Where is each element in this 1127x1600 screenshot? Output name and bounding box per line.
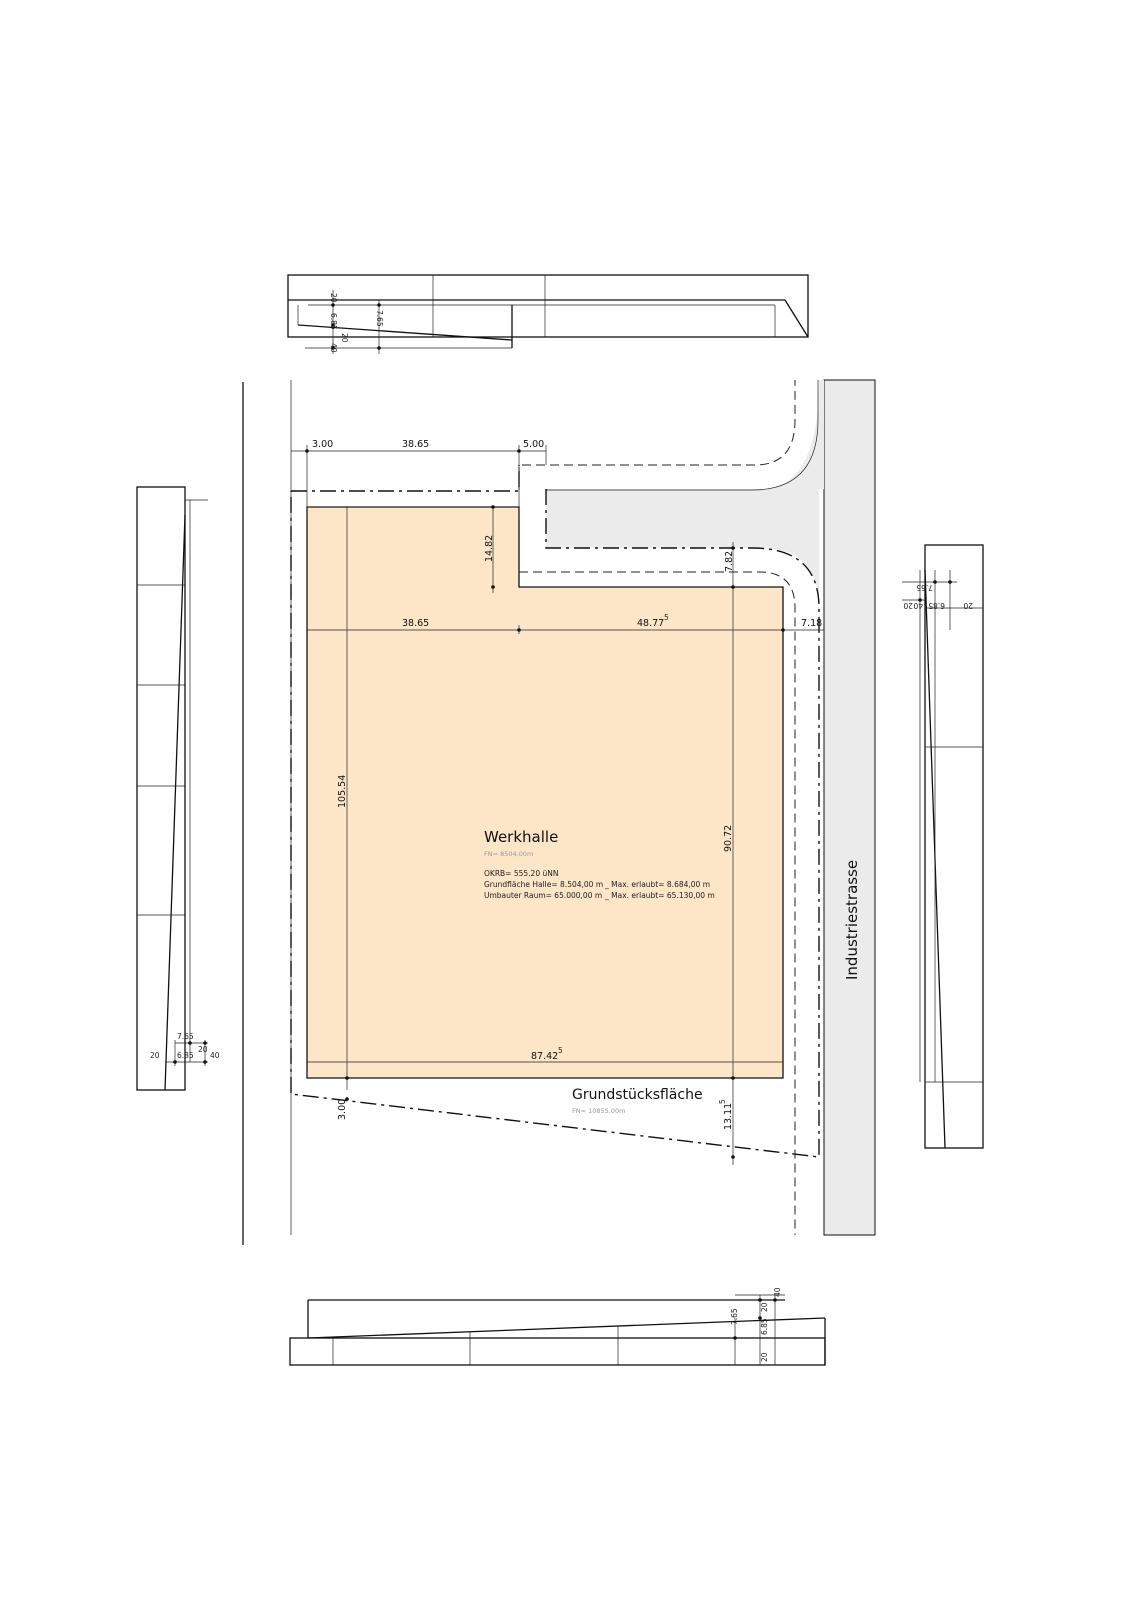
right-dim-20: 20 [903, 601, 913, 610]
building-name: Werkhalle [484, 828, 558, 846]
dim-7-82: 7.82 [724, 551, 735, 572]
dim-87-42-sup: 5 [558, 1046, 563, 1055]
left-section-profile: 7.65 20 6.85 20 40 [136, 486, 220, 1091]
dim-13-11-sup: 5 [718, 1099, 727, 1104]
curb-top [518, 380, 796, 490]
building-umbauter-raum-max: _ Max. erlaubt= 65.130,00 m [604, 891, 715, 900]
building-umbauter-raum: Umbauter Raum= 65.000,00 m [484, 891, 602, 900]
dim-3-00-top: 3.00 [312, 439, 333, 450]
building-grundflaeche: Grundfläche Halle= 8.504,00 m [484, 880, 603, 889]
left-dim-40: 40 [210, 1051, 220, 1060]
left-dim-20: 20 [150, 1051, 160, 1060]
left-dim-20b: 20 [198, 1045, 208, 1054]
bottom-dim-685: 6.85 [760, 1318, 769, 1335]
dimension-lines [291, 445, 824, 1165]
plot-name: Grundstücksfläche [572, 1087, 703, 1103]
dim-90-72: 90.72 [723, 825, 734, 852]
top-section-profile: 20 6.85 40 7.65 20 [287, 274, 809, 354]
dim-48-77: 48.77 [637, 618, 664, 629]
dim-5-00-top: 5.00 [523, 439, 544, 450]
bottom-dim-20b: 20 [760, 1352, 769, 1362]
building-fn: FN= 8504,00m [484, 850, 533, 858]
dim-13-11: 13.11 [723, 1103, 734, 1130]
road-strip [823, 379, 876, 1236]
access-area [546, 489, 819, 608]
left-dim-685: 6.85 [177, 1051, 194, 1060]
right-dim-40: 40 [913, 601, 923, 610]
dim-3-00-bottom: 3.00 [337, 1099, 348, 1120]
top-dim-20b: 20 [340, 333, 349, 343]
left-dim-765: 7.65 [177, 1032, 194, 1041]
dim-87-42: 87.42 [531, 1051, 558, 1062]
top-dim-40: 40 [329, 343, 338, 353]
dim-7-18: 7.18 [801, 618, 822, 629]
dim-48-77-sup: 5 [664, 613, 669, 622]
top-dim-20: 20 [329, 293, 338, 303]
building-okrb: OKRB= 555.20 üNN [484, 869, 558, 878]
street-name: Industriestrasse [843, 860, 861, 980]
top-dim-765: 7.65 [375, 310, 384, 327]
bottom-section-profile: 7.65 20 40 6.85 20 [289, 1287, 826, 1366]
right-section-profile: 7.65 20 40 6.85 20 [902, 544, 984, 1149]
bottom-dim-20: 20 [760, 1302, 769, 1312]
bottom-dim-40: 40 [773, 1287, 782, 1297]
dim-105-54: 105.54 [337, 775, 348, 808]
plot-fn: FN= 10855.00m [572, 1107, 625, 1115]
top-dim-685: 6.85 [329, 313, 338, 330]
building-werkhalle [306, 506, 784, 1079]
dim-38-65-mid: 38.65 [402, 618, 429, 629]
right-dim-765: 7.65 [916, 583, 933, 592]
dim-38-65-top: 38.65 [402, 439, 429, 450]
right-dim-685: 6.85 [928, 601, 945, 610]
dim-14-82: 14.82 [484, 535, 495, 562]
building-grundflaeche-max: _ Max. erlaubt= 8.684,00 m [604, 880, 710, 889]
right-dim-20b: 20 [963, 601, 973, 610]
curb-inner [519, 571, 796, 1235]
bottom-dim-765: 7.65 [730, 1308, 739, 1325]
